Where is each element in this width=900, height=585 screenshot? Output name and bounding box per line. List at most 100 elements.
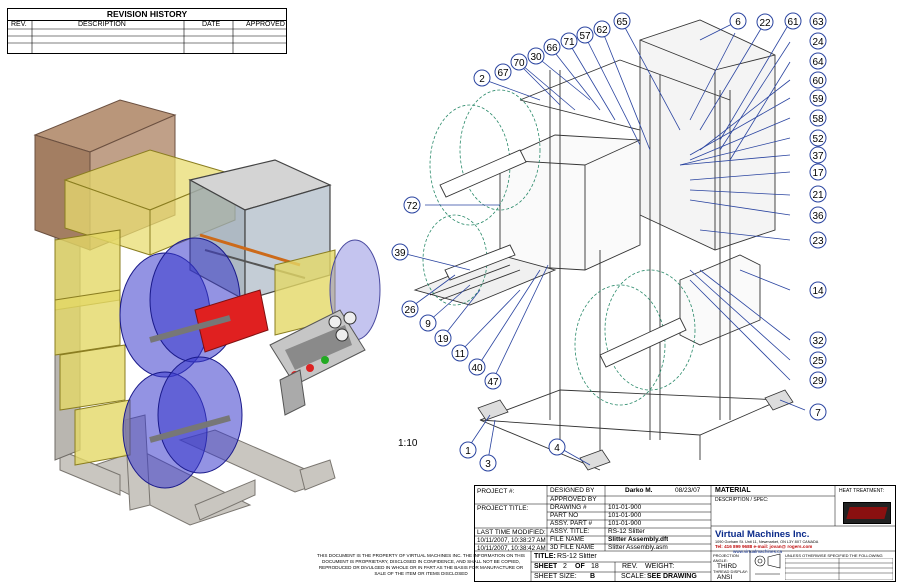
sheet-of: OF [575, 563, 585, 570]
company-telephone: Tel: 416 899 9688 e-mail: jovan@ rogers.… [715, 544, 813, 549]
balloon-64: 64 [809, 52, 827, 70]
upper-shaft [149, 315, 231, 343]
scale-value: SEE DRAWING [647, 573, 697, 580]
balloon-29: 29 [809, 371, 827, 389]
svg-text:26: 26 [404, 305, 416, 316]
svg-text:36: 36 [812, 211, 824, 222]
balloon-22: 22 [756, 13, 774, 31]
assy-part-value: 101-01-900 [608, 520, 642, 527]
tolerance-table [785, 558, 893, 580]
svg-text:47: 47 [487, 377, 499, 388]
sheet-size-label: SHEET SIZE: [534, 573, 577, 580]
svg-text:59: 59 [812, 94, 824, 105]
balloon-47: 47 [484, 372, 502, 390]
balloon-62: 62 [593, 20, 611, 38]
modified-2d: 10/11/2007, 10:38:27 AM [477, 537, 546, 544]
svg-text:70: 70 [513, 58, 525, 69]
balloon-67: 67 [494, 63, 512, 81]
svg-text:58: 58 [812, 114, 824, 125]
balloons: 2 67 70 30 66 71 57 62 65 6 22 61 63 24 … [391, 12, 827, 472]
svg-text:3: 3 [485, 459, 491, 470]
company-logo [843, 502, 891, 524]
approved-by-label: APPROVED BY [550, 496, 597, 503]
drawing-number-value: 101-01-900 [608, 504, 642, 511]
svg-text:37: 37 [812, 151, 824, 162]
svg-text:39: 39 [394, 248, 406, 259]
assy-title-label: ASSY. TITLE: [550, 528, 590, 535]
svg-text:67: 67 [497, 68, 509, 79]
balloon-72: 72 [403, 196, 421, 214]
lower-shaft [149, 415, 231, 443]
sheet-size-value: B [590, 573, 596, 580]
balloon-61: 61 [784, 12, 802, 30]
assy-part-label: ASSY. PART # [550, 520, 593, 527]
balloon-40: 40 [468, 358, 486, 376]
designed-by-label: DESIGNED BY [550, 487, 595, 494]
balloon-57: 57 [576, 26, 594, 44]
slitter-isometric-render [33, 99, 381, 526]
sheet-label: SHEET [534, 563, 558, 570]
balloon-3: 3 [479, 454, 497, 472]
svg-text:66: 66 [546, 43, 558, 54]
gauges [328, 311, 357, 342]
unwind-rolls [119, 237, 243, 489]
svg-text:19: 19 [437, 334, 449, 345]
balloon-36: 36 [809, 206, 827, 224]
svg-text:9: 9 [425, 319, 431, 330]
svg-text:22: 22 [759, 18, 771, 29]
svg-text:24: 24 [812, 37, 824, 48]
svg-text:2: 2 [479, 74, 485, 85]
tolerance-note: UNLESS OTHERWISE SPECIFIED THE FOLLOWING [785, 553, 883, 558]
balloon-65: 65 [613, 12, 631, 30]
file-name-value: Slitter Assembly.dft [608, 536, 669, 543]
balloon-52: 52 [809, 129, 827, 147]
balloon-39: 39 [391, 243, 409, 261]
balloon-9: 9 [419, 314, 437, 332]
revision-history-title: REVISION HISTORY [8, 9, 286, 21]
file-name-label: FILE NAME [550, 536, 585, 543]
revision-header-approved: APPROVED [246, 21, 285, 28]
balloon-30: 30 [527, 47, 545, 65]
description-label: DESCRIPTION / SPEC: [715, 497, 769, 503]
balloon-19: 19 [434, 329, 452, 347]
modified-3d: 10/11/2007, 10:38:42 AM [477, 545, 546, 552]
svg-text:32: 32 [812, 336, 824, 347]
feet [477, 389, 794, 471]
balloon-70: 70 [510, 53, 528, 71]
revision-grid [8, 20, 286, 53]
slitter-line-drawing: 2 67 70 30 66 71 57 62 65 6 22 61 63 24 … [391, 12, 827, 472]
designed-by-value: Darko M. [625, 487, 653, 494]
svg-text:23: 23 [812, 236, 824, 247]
balloon-23: 23 [809, 231, 827, 249]
revision-header-date: DATE [202, 21, 221, 28]
thread-ansi: ANSI [717, 574, 733, 581]
balloon-63: 63 [809, 12, 827, 30]
sheet-number: 2 [563, 563, 567, 570]
project-title-label: PROJECT TITLE: [477, 505, 529, 512]
rev-label: REV. [622, 563, 638, 570]
last-modified-label: LAST TIME MODIFIED: [477, 529, 546, 536]
shafts [439, 149, 687, 368]
part-number-value: 101-01-900 [608, 512, 642, 519]
side-gearboxes [54, 229, 336, 466]
svg-text:57: 57 [579, 31, 591, 42]
balloon-37: 37 [809, 146, 827, 164]
company-address: 1090 Gorham St. Unit 11, Newmarket, ON L… [715, 540, 819, 544]
balloon-60: 60 [809, 71, 827, 89]
balloon-17: 17 [809, 163, 827, 181]
confidentiality-notice: THIS DOCUMENT IS THE PROPERTY OF VIRTUAL… [317, 553, 525, 576]
red-roller [194, 289, 269, 353]
weight-label: WEIGHT: [645, 563, 675, 570]
company-web: www.virtualmachines.ca [733, 549, 783, 554]
balloon-24: 24 [809, 32, 827, 50]
svg-text:61: 61 [787, 17, 799, 28]
file-3d-label: 3D FILE NAME [550, 544, 595, 551]
projection-label: PROJECTION ANGLE: [713, 553, 739, 563]
svg-text:4: 4 [554, 443, 560, 454]
balloon-71: 71 [560, 32, 578, 50]
balloon-2: 2 [473, 69, 491, 87]
balloon-58: 58 [809, 109, 827, 127]
balloon-6: 6 [729, 12, 747, 30]
svg-text:29: 29 [812, 376, 824, 387]
svg-text:65: 65 [616, 17, 628, 28]
